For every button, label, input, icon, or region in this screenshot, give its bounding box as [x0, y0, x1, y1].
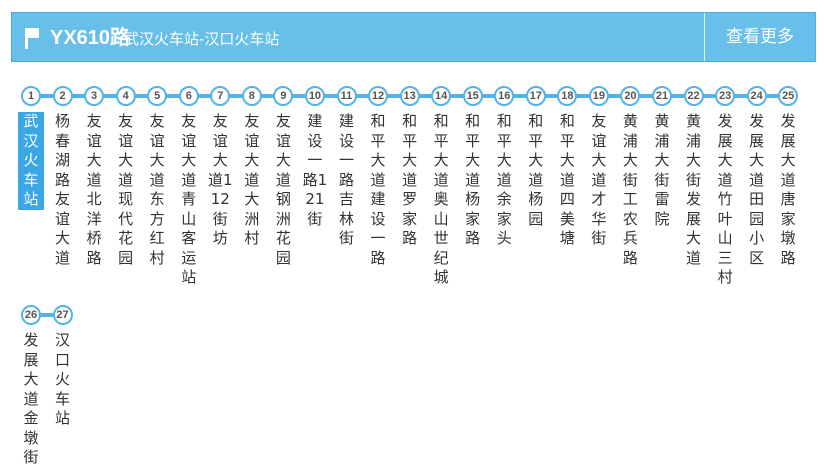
stop-name[interactable]: 武汉火车站	[18, 112, 44, 210]
route-number: YX610路	[50, 27, 131, 49]
stop-name[interactable]: 和平大道奥山世纪城	[433, 112, 449, 286]
header-divider	[704, 13, 705, 61]
stop-number[interactable]: 18	[557, 86, 578, 106]
stop-number[interactable]: 16	[494, 86, 515, 106]
stop-name[interactable]: 建设一路121街	[302, 112, 328, 228]
stop-number[interactable]: 23	[715, 86, 736, 106]
stop-name[interactable]: 友谊大道钢洲花园	[275, 112, 291, 267]
stop-name[interactable]: 杨春湖路友谊大道	[55, 112, 71, 267]
stop-name[interactable]: 友谊大道青山客运站	[181, 112, 197, 286]
stop-number[interactable]: 1	[21, 86, 41, 106]
stop-number[interactable]: 15	[462, 86, 483, 106]
stop-name[interactable]: 和平大道杨园	[528, 112, 544, 228]
stop-number[interactable]: 22	[683, 86, 704, 106]
stop-number[interactable]: 3	[84, 86, 105, 106]
stop-number[interactable]: 24	[746, 86, 767, 106]
stop-name[interactable]: 发展大道田园小区	[749, 112, 765, 267]
stop-number[interactable]: 13	[399, 86, 420, 106]
stop-name[interactable]: 黄浦大街工农兵路	[622, 112, 638, 267]
stop-name[interactable]: 建设一路吉林街	[338, 112, 354, 247]
stop-number[interactable]: 9	[273, 86, 294, 106]
stop-number[interactable]: 19	[588, 86, 609, 106]
view-more-button[interactable]: 查看更多	[726, 27, 794, 47]
stop-name[interactable]: 友谊大道东方红村	[149, 112, 165, 267]
stop-name[interactable]: 和平大道杨家路	[465, 112, 481, 247]
route-header: YX610路 武汉火车站-汉口火车站 查看更多	[11, 12, 816, 62]
stop-number[interactable]: 27	[52, 305, 73, 325]
stop-name[interactable]: 友谊大道才华街	[591, 112, 607, 247]
stop-name[interactable]: 汉口火车站	[55, 331, 71, 427]
stop-number[interactable]: 4	[115, 86, 136, 106]
stop-number[interactable]: 14	[431, 86, 452, 106]
stop-name[interactable]: 发展大道唐家墩路	[780, 112, 796, 267]
stop-name[interactable]: 发展大道竹叶山三村	[717, 112, 733, 286]
flag-icon	[25, 28, 39, 49]
route-direction: 武汉火车站-汉口火车站	[124, 30, 280, 48]
stop-number[interactable]: 6	[178, 86, 199, 106]
stop-number[interactable]: 25	[778, 86, 799, 106]
stop-number[interactable]: 2	[52, 86, 73, 106]
stop-name[interactable]: 友谊大道北洋桥路	[86, 112, 102, 267]
stop-number[interactable]: 20	[620, 86, 641, 106]
stop-name[interactable]: 友谊大道大洲村	[244, 112, 260, 247]
stop-name[interactable]: 和平大道罗家路	[402, 112, 418, 247]
stop-name[interactable]: 黄浦大街雷院	[654, 112, 670, 228]
stop-number[interactable]: 12	[368, 86, 389, 106]
stop-number[interactable]: 5	[147, 86, 168, 106]
stop-name[interactable]: 和平大道余家头	[496, 112, 512, 247]
stop-name[interactable]: 和平大道建设一路	[370, 112, 386, 267]
stop-number[interactable]: 8	[241, 86, 262, 106]
stop-name[interactable]: 和平大道四美塘	[559, 112, 575, 247]
route-line	[31, 313, 63, 317]
stop-number[interactable]: 21	[652, 86, 672, 106]
stop-name[interactable]: 友谊大道现代花园	[118, 112, 134, 267]
stop-number[interactable]: 7	[210, 86, 231, 106]
stop-number[interactable]: 11	[336, 86, 357, 106]
stop-name[interactable]: 黄浦大街发展大道	[686, 112, 702, 267]
stop-number[interactable]: 26	[21, 305, 41, 325]
stop-number[interactable]: 10	[304, 86, 325, 106]
stop-number[interactable]: 17	[525, 86, 546, 106]
stop-name[interactable]: 友谊大道112街坊	[208, 112, 233, 247]
stop-name[interactable]: 发展大道金墩街	[23, 331, 39, 466]
